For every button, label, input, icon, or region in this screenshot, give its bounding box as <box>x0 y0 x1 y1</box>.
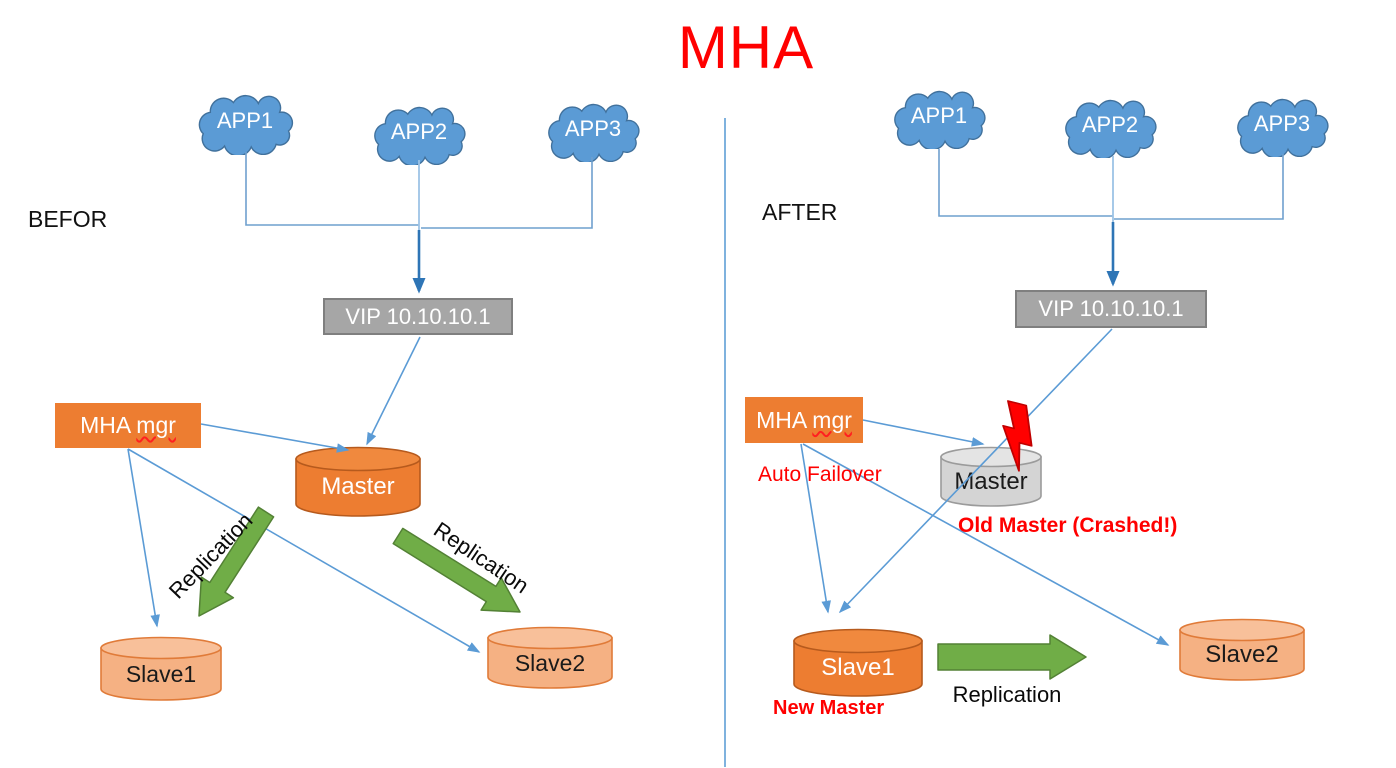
master-label: Master <box>954 468 1028 495</box>
master-label: Master <box>321 473 395 500</box>
before-panel-label: BEFOR <box>28 206 108 232</box>
mha-to-old-master-arrow <box>862 419 985 447</box>
cloud-label: APP1 <box>910 103 968 128</box>
vip-to-master-arrow <box>366 336 421 446</box>
slave2-label: Slave2 <box>1205 641 1279 668</box>
new-master-note: New Master <box>773 697 885 719</box>
cloud-icon <box>198 94 294 157</box>
cloud-app3-after: APP3 <box>1217 95 1347 159</box>
cloud-icon <box>894 90 986 151</box>
database-icon <box>1179 618 1305 681</box>
cloud-app2-before: APP2 <box>357 103 481 167</box>
slave2-cylinder-after: Slave2 <box>1179 618 1305 682</box>
replication-label-left2: Replication <box>429 516 534 599</box>
vip-label: VIP 10.10.10.1 <box>345 303 491 329</box>
slave2-label: Slave2 <box>514 649 586 676</box>
app3-join-line <box>1114 154 1284 220</box>
slave2-cylinder-before: Slave2 <box>487 626 613 690</box>
vip-label: VIP 10.10.10.1 <box>1038 296 1184 321</box>
spellcheck-underline: mgr <box>812 406 852 433</box>
old-master-crashed-note: Old Master (Crashed!) <box>958 514 1178 537</box>
after-connector-lines <box>800 149 1284 646</box>
app1-join-line <box>938 149 1113 217</box>
mha-to-slave1-arrow <box>127 448 160 628</box>
mha-manager-box-before: MHA mgr <box>55 403 201 448</box>
app3-join-line <box>421 157 593 229</box>
replication-label-left1: Replication <box>163 507 258 604</box>
vip-box-after: VIP 10.10.10.1 <box>1015 290 1207 328</box>
slave1-cylinder-before: Slave1 <box>100 636 222 702</box>
cloud-label: APP3 <box>564 116 622 141</box>
cloud-app3-before: APP3 <box>526 100 660 164</box>
slave1-label: Slave1 <box>125 660 197 687</box>
after-panel-label: AFTER <box>762 199 838 225</box>
slave1-cylinder-after: Slave1 <box>793 628 923 698</box>
cloud-label: APP3 <box>1253 111 1311 136</box>
replication-arrows <box>198 506 1087 680</box>
mha-manager-box-after: MHA mgr <box>745 397 863 443</box>
replication-label-right: Replication <box>952 682 1062 707</box>
cloud-app2-after: APP2 <box>1047 96 1173 160</box>
master-cylinder-before: Master <box>295 446 421 518</box>
database-icon <box>487 626 613 689</box>
cloud-label: APP1 <box>216 108 274 133</box>
cloud-app1-before: APP1 <box>183 91 307 157</box>
mha-manager-label: MHA mgr <box>756 406 852 433</box>
spellcheck-underline: mgr <box>136 412 176 438</box>
vip-box-before: VIP 10.10.10.1 <box>323 298 513 335</box>
cloud-app1-after: APP1 <box>875 87 1003 151</box>
auto-failover-note: Auto Failover <box>758 463 882 486</box>
cloud-label: APP2 <box>390 119 448 144</box>
cloud-label: APP2 <box>1081 112 1139 137</box>
old-master-cylinder-after: Master <box>940 446 1042 508</box>
slave1-label: Slave1 <box>821 654 895 681</box>
replication-arrow-newmaster-to-slave2 <box>937 634 1087 680</box>
page-title: MHA <box>677 14 815 81</box>
mha-manager-label: MHA mgr <box>80 412 176 438</box>
